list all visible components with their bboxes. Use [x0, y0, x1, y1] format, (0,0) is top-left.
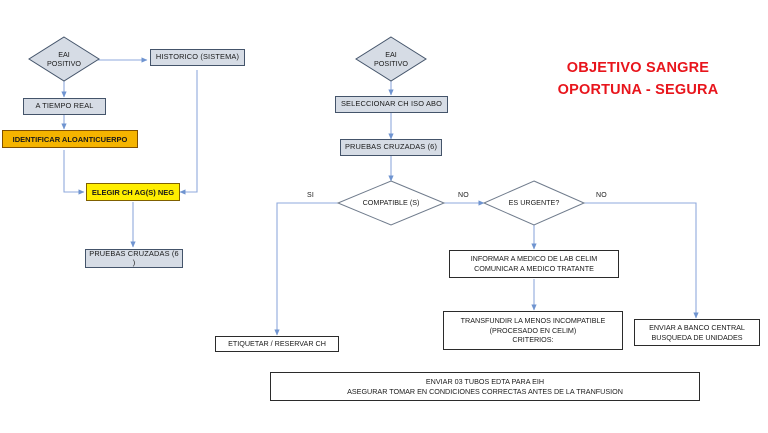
- node-es-urgente[interactable]: ES URGENTE?: [482, 180, 586, 226]
- node-label: A TIEMPO REAL: [35, 101, 94, 111]
- diamond-shape: [336, 180, 446, 226]
- node-label: HISTORICO (SISTEMA): [155, 52, 240, 62]
- diamond-shape: [482, 180, 586, 226]
- node-footer-note[interactable]: ENVIAR 03 TUBOS EDTA PARA EIH ASEGURAR T…: [270, 372, 700, 401]
- node-label-line-2: (PROCESADO EN CELIM): [489, 325, 577, 335]
- edge-label-no-compatible: NO: [458, 192, 469, 199]
- node-label-line-2: COMUNICAR A MEDICO TRATANTE: [474, 264, 594, 273]
- node-label: PRUEBAS CRUZADAS (6 ): [89, 248, 179, 267]
- node-enviar-banco-central[interactable]: ENVIAR A BANCO CENTRAL BUSQUEDA DE UNIDA…: [634, 319, 760, 346]
- title-line-2: OPORTUNA - SEGURA: [557, 82, 719, 99]
- node-label-line-1: TRANSFUNDIR LA MENOS INCOMPATIBLE: [460, 315, 606, 325]
- node-identificar-aloanticuerpo[interactable]: IDENTIFICAR ALOANTICUERPO: [2, 130, 138, 148]
- footer-line-1: ENVIAR 03 TUBOS EDTA PARA EIH: [425, 376, 545, 386]
- node-label-line-2: BUSQUEDA DE UNIDADES: [651, 332, 743, 342]
- node-eai-positivo-right[interactable]: EAI POSITIVO: [355, 36, 427, 82]
- node-label-line-1: INFORMAR A MEDICO DE LAB CELIM: [470, 254, 598, 264]
- edge-label-no-urgente: NO: [596, 192, 607, 199]
- node-a-tiempo-real[interactable]: A TIEMPO REAL: [23, 98, 106, 115]
- node-label: ETIQUETAR / RESERVAR CH: [228, 339, 326, 349]
- node-label-line-3: CRITERIOS:: [512, 335, 554, 345]
- node-etiquetar-reservar-ch[interactable]: ETIQUETAR / RESERVAR CH: [215, 336, 339, 352]
- node-label: SELECCIONAR CH ISO ABO: [340, 99, 443, 109]
- node-label: ELEGIR CH AG(S) NEG: [91, 187, 175, 197]
- node-compatible[interactable]: COMPATIBLE (S): [336, 180, 446, 226]
- node-transfundir-menos-incompatible[interactable]: TRANSFUNDIR LA MENOS INCOMPATIBLE (PROCE…: [443, 311, 623, 350]
- node-eai-positivo-left[interactable]: EAI POSITIVO: [28, 36, 100, 82]
- diamond-shape: [355, 36, 427, 82]
- node-seleccionar-ch-iso-abo[interactable]: SELECCIONAR CH ISO ABO: [335, 96, 448, 113]
- diamond-shape: [28, 36, 100, 82]
- node-label: PRUEBAS CRUZADAS (6): [344, 142, 438, 152]
- node-historico-sistema[interactable]: HISTORICO (SISTEMA): [150, 49, 245, 66]
- node-informar-medico[interactable]: INFORMAR A MEDICO DE LAB CELIM COMUNICAR…: [449, 250, 619, 278]
- title-banner: OBJETIVO SANGRE OPORTUNA - SEGURA: [520, 57, 756, 102]
- node-pruebas-cruzadas-left[interactable]: PRUEBAS CRUZADAS (6 ): [85, 249, 183, 268]
- edge-label-si: SI: [307, 192, 315, 199]
- node-label-line-1: ENVIAR A BANCO CENTRAL: [649, 322, 745, 332]
- title-line-1: OBJETIVO SANGRE: [566, 60, 710, 76]
- node-label: IDENTIFICAR ALOANTICUERPO: [12, 134, 128, 144]
- node-pruebas-cruzadas-right[interactable]: PRUEBAS CRUZADAS (6): [340, 139, 442, 156]
- node-elegir-ch-ag-neg[interactable]: ELEGIR CH AG(S) NEG: [86, 183, 180, 201]
- footer-line-2: ASEGURAR TOMAR EN CONDICIONES CORRECTAS …: [347, 386, 623, 396]
